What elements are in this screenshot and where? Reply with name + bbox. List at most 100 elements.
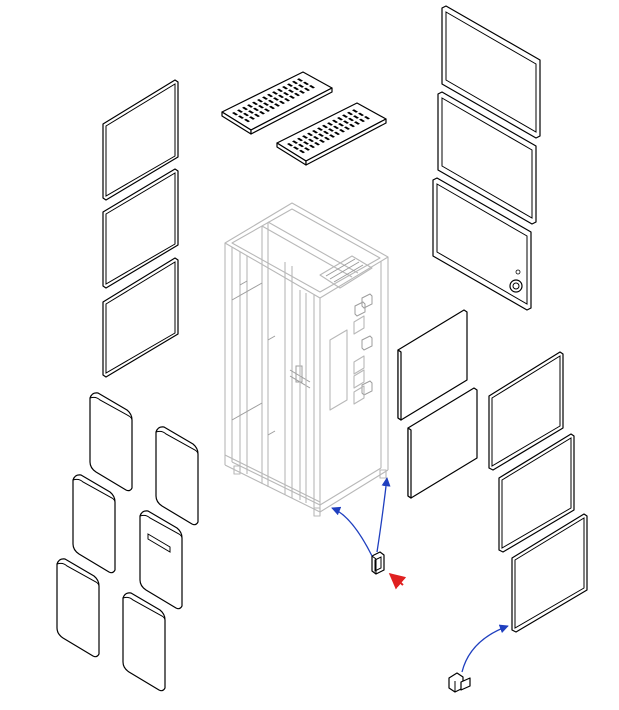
vent-slot (307, 132, 313, 137)
vent-slot (322, 124, 328, 129)
vent-slot (323, 130, 329, 135)
vent-slot (337, 117, 343, 121)
vent-slot (348, 117, 354, 122)
vent-slot (254, 113, 260, 118)
vent-slot (232, 112, 238, 116)
vent-slot (308, 138, 314, 143)
blue-arrow-to-panel (461, 624, 509, 673)
vent-slot (349, 123, 355, 128)
side-panel (488, 351, 564, 471)
vent-slot (273, 97, 279, 101)
vent-slot (252, 101, 258, 106)
vent-slot (278, 94, 284, 99)
vent-slot (294, 92, 300, 97)
vent-slot (249, 116, 255, 120)
blue-arrow-to-base-right (376, 477, 391, 553)
vent-slot (314, 142, 320, 146)
front-doors (56, 392, 199, 692)
vent-slot (243, 112, 249, 117)
vent-slot (344, 126, 350, 130)
right-side-panels (432, 5, 541, 311)
panel-latch-center (371, 551, 385, 575)
side-panel (511, 513, 588, 633)
panel-latch-bottom-right (448, 672, 471, 693)
rail-connector (361, 380, 373, 396)
red-arrow-indicator (388, 572, 407, 590)
vent-slot (343, 120, 349, 124)
vent-slot (332, 119, 338, 124)
vent-slot (262, 96, 268, 100)
vent-slot (242, 106, 248, 111)
vent-slot (328, 128, 334, 132)
vent-slot (253, 107, 259, 112)
front-door-with-handle (139, 510, 183, 610)
left-side-panels (102, 79, 179, 378)
vent-slot (237, 109, 243, 113)
vent-slot (244, 118, 250, 123)
rail-connector (361, 335, 373, 351)
vent-slot (269, 105, 275, 110)
vent-slot (264, 108, 270, 112)
vent-slot (303, 81, 309, 86)
vent-slot (324, 136, 330, 141)
vent-slots (232, 78, 315, 123)
vent-slot (298, 84, 304, 88)
front-door (122, 592, 166, 692)
vent-slot (238, 115, 244, 119)
vent-slot (352, 109, 358, 113)
vent-slot (353, 115, 359, 119)
vent-slot (277, 88, 283, 93)
vent-slot (319, 139, 325, 143)
vent-slot (303, 141, 309, 145)
vent-slot (312, 130, 318, 134)
vent-slot (364, 116, 370, 120)
vent-slot (263, 102, 269, 106)
small-filler-panels (397, 309, 478, 499)
vent-slot (309, 85, 315, 89)
side-panel (437, 91, 537, 225)
small-filler-panel (407, 387, 478, 499)
vent-slot (259, 111, 265, 115)
vent-slot (267, 93, 273, 98)
vent-slot (282, 86, 288, 90)
vent-slot (293, 146, 299, 150)
vent-slot (299, 149, 305, 154)
front-door (56, 558, 100, 658)
vent-slot (327, 122, 333, 126)
vent-slot (298, 143, 304, 148)
right-base-panels (488, 351, 588, 633)
vent-slot (339, 129, 345, 133)
vent-slot (248, 110, 254, 114)
vent-slot (334, 131, 340, 136)
vent-slot (329, 134, 335, 138)
top-vent-cover-left (221, 71, 333, 135)
vent-slot (258, 105, 264, 109)
vent-slot (289, 95, 295, 99)
top-vent-cover-right (276, 102, 387, 166)
side-panel (102, 168, 179, 289)
side-panel (102, 79, 179, 201)
side-panel (102, 257, 179, 378)
vent-slot (297, 78, 303, 82)
vent-slot (292, 80, 298, 85)
vent-slot (247, 104, 253, 108)
vent-slot (318, 133, 324, 137)
vent-slot (283, 92, 289, 96)
vent-slot (309, 144, 315, 149)
blue-arrow-to-base-left (331, 506, 373, 557)
vent-slot (268, 99, 274, 104)
vent-slot (342, 114, 348, 118)
vent-slot (304, 147, 310, 151)
vent-slot (257, 99, 263, 103)
vent-slot (287, 143, 293, 147)
rear-door-with-lock (432, 177, 532, 311)
vent-slot (317, 127, 323, 131)
vent-slot (304, 87, 310, 92)
vent-slot (358, 112, 364, 117)
vent-slot (284, 98, 290, 102)
vent-slot (354, 121, 360, 125)
vent-slot (279, 100, 285, 105)
vent-slot (288, 89, 294, 93)
vent-slot (333, 125, 339, 130)
